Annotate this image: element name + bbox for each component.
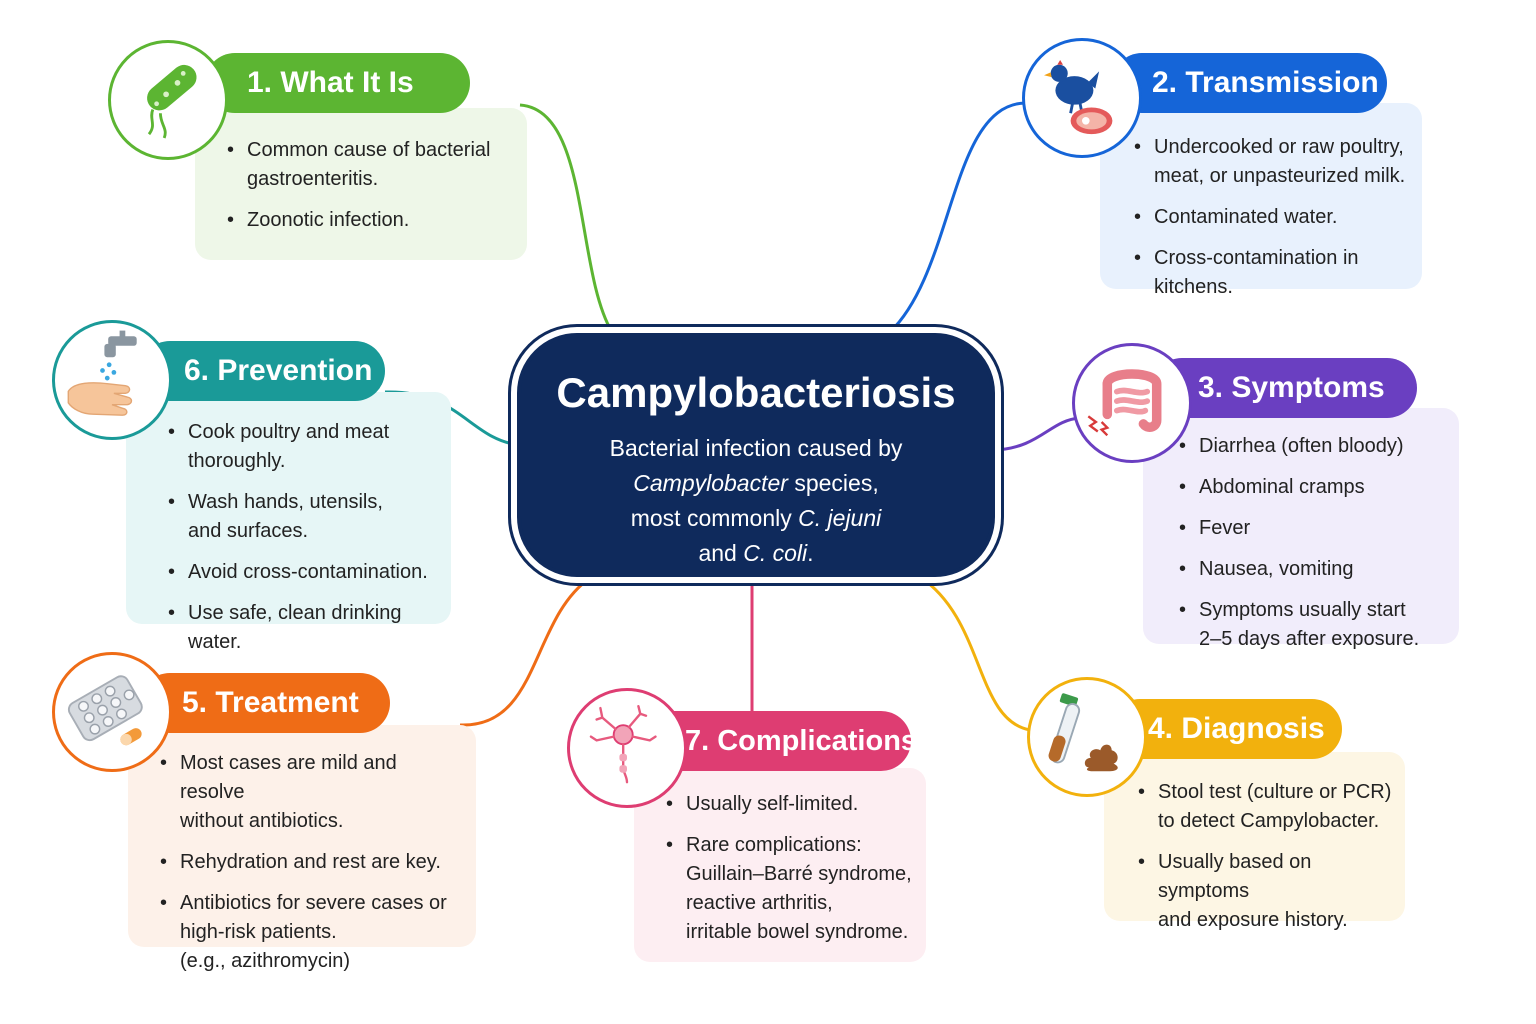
central-title: Campylobacteriosis bbox=[556, 369, 956, 416]
bullet-line: (e.g., azithromycin) bbox=[180, 950, 351, 972]
bullet-item: Cross-contamination in kitchens. bbox=[1132, 244, 1412, 302]
bullet-item: Diarrhea (often bloody) bbox=[1177, 432, 1449, 461]
bullet-line: Rehydration and rest are key. bbox=[180, 851, 441, 873]
section-title-symptoms: 3. Symptoms bbox=[1152, 358, 1417, 418]
bullet-item: Contaminated water. bbox=[1132, 203, 1412, 232]
connector-transmission bbox=[888, 101, 1026, 334]
intestine-icon bbox=[1087, 369, 1162, 437]
section-title-treatment: 5. Treatment bbox=[140, 673, 390, 733]
section-title-transmission: 2. Transmission bbox=[1112, 53, 1387, 113]
pill-blister-icon bbox=[67, 675, 143, 746]
connector-treatment bbox=[459, 576, 591, 727]
bullet-item: Rehydration and rest are key. bbox=[158, 848, 466, 877]
card-treatment: Most cases are mild and resolve without a… bbox=[128, 725, 476, 972]
bullet-item: Rare complications: Guillain–Barré syndro… bbox=[664, 831, 922, 947]
bullet-item: Antibiotics for severe cases or high-risk… bbox=[158, 889, 466, 976]
card-what-it-is: Common cause of bacterial gastroenteritis… bbox=[195, 108, 527, 260]
bullet-line: Rare complications: bbox=[686, 834, 862, 856]
hand-washing-icon bbox=[67, 330, 137, 416]
circle-diagnosis bbox=[1027, 677, 1147, 797]
card-prevention: Cook poultry and meat thoroughly. Wash han… bbox=[126, 392, 451, 653]
card-symptoms: Diarrhea (often bloody) Abdominal crampsF… bbox=[1143, 408, 1459, 650]
connector-what bbox=[519, 103, 614, 333]
bullet-item: Nausea, vomiting bbox=[1177, 555, 1449, 584]
bullet-line: Usually self-limited. bbox=[686, 793, 859, 815]
card-complications: Usually self-limited. Rare complications:… bbox=[634, 768, 926, 962]
bullet-line: Abdominal cramps bbox=[1199, 476, 1365, 498]
section-title-diagnosis: 4. Diagnosis bbox=[1110, 699, 1342, 759]
test-tube-stool-icon bbox=[1048, 693, 1118, 772]
bullet-line: Antibiotics for severe cases or bbox=[180, 892, 447, 914]
chicken-meat-icon bbox=[1044, 60, 1113, 135]
bullet-item: Usually based on symptoms and exposure hi… bbox=[1136, 848, 1399, 935]
bullet-line: thoroughly. bbox=[188, 450, 286, 472]
bullet-line: high-risk patients. bbox=[180, 921, 337, 943]
bullet-line: reactive arthritis, bbox=[686, 892, 833, 914]
section-title-prevention: 6. Prevention bbox=[140, 341, 385, 401]
bullet-line: gastroenteritis. bbox=[247, 168, 379, 190]
bullet-item: Undercooked or raw poultry, meat, or unpa… bbox=[1132, 133, 1412, 191]
bullet-line: Contaminated water. bbox=[1154, 206, 1338, 228]
bullet-item: Fever bbox=[1177, 514, 1449, 543]
bullet-line: Most cases are mild and resolve bbox=[180, 752, 397, 803]
bullet-item: Use safe, clean drinking water. bbox=[166, 599, 441, 657]
bullet-line: Diarrhea (often bloody) bbox=[1199, 435, 1404, 457]
circle-transmission bbox=[1022, 38, 1142, 158]
neuron-icon bbox=[589, 705, 657, 784]
circle-symptoms bbox=[1072, 343, 1192, 463]
circle-treatment bbox=[52, 652, 172, 772]
bacterium-icon bbox=[147, 64, 197, 139]
section-title-what-it-is: 1. What It Is bbox=[205, 53, 470, 113]
bullet-line: Usually based on symptoms bbox=[1158, 851, 1312, 902]
circle-what-it-is bbox=[108, 40, 228, 160]
bullet-line: irritable bowel syndrome. bbox=[686, 921, 909, 943]
bullet-line: Wash hands, utensils, bbox=[188, 491, 383, 513]
bullet-line: and exposure history. bbox=[1158, 909, 1348, 931]
bullet-line: without antibiotics. bbox=[180, 810, 344, 832]
card-diagnosis: Stool test (culture or PCR) to detect Cam… bbox=[1104, 752, 1405, 931]
bullet-line: and surfaces. bbox=[188, 520, 309, 542]
bullet-line: to detect Campylobacter. bbox=[1158, 810, 1380, 832]
bullet-line: 2–5 days after exposure. bbox=[1199, 628, 1420, 650]
bullet-line: Nausea, vomiting bbox=[1199, 558, 1354, 580]
bullet-item: Usually self-limited. bbox=[664, 790, 922, 819]
bullet-item: Zoonotic infection. bbox=[225, 206, 511, 235]
bullet-item: Cook poultry and meat thoroughly. bbox=[166, 418, 441, 476]
bullet-item: Avoid cross-contamination. bbox=[166, 558, 441, 587]
bullet-line: Zoonotic infection. bbox=[247, 209, 410, 231]
bullet-line: Symptoms usually start bbox=[1199, 599, 1406, 621]
bullet-line: Fever bbox=[1199, 517, 1251, 539]
bullet-item: Stool test (culture or PCR) to detect Cam… bbox=[1136, 778, 1399, 836]
bullet-item: Wash hands, utensils, and surfaces. bbox=[166, 488, 441, 546]
bullet-line: Use safe, clean drinking water. bbox=[188, 602, 402, 653]
card-transmission: Undercooked or raw poultry, meat, or unpa… bbox=[1100, 103, 1422, 298]
bullet-line: Cook poultry and meat bbox=[188, 421, 390, 443]
circle-prevention bbox=[52, 320, 172, 440]
bullet-line: meat, or unpasteurized milk. bbox=[1154, 165, 1406, 187]
bullet-line: Guillain–Barré syndrome, bbox=[686, 863, 912, 885]
central-topic: Campylobacteriosis Bacterial infection c… bbox=[517, 333, 995, 577]
bullet-item: Common cause of bacterial gastroenteritis… bbox=[225, 136, 511, 194]
bullet-line: Cross-contamination in kitchens. bbox=[1154, 247, 1359, 298]
bullet-line: Common cause of bacterial bbox=[247, 139, 491, 161]
connector-symptoms bbox=[994, 416, 1081, 452]
bullet-item: Most cases are mild and resolve without a… bbox=[158, 749, 466, 836]
bullet-item: Symptoms usually start 2–5 days after exp… bbox=[1177, 596, 1449, 654]
bullet-line: Stool test (culture or PCR) bbox=[1158, 781, 1392, 803]
central-description: Bacterial infection caused by Campylobac… bbox=[609, 435, 903, 566]
section-title-complications: 7. Complications bbox=[645, 711, 917, 771]
bullet-line: Avoid cross-contamination. bbox=[188, 561, 428, 583]
bullet-item: Abdominal cramps bbox=[1177, 473, 1449, 502]
bullet-line: Undercooked or raw poultry, bbox=[1154, 136, 1404, 158]
circle-complications bbox=[567, 688, 687, 808]
connector-diagnosis bbox=[919, 575, 1031, 732]
